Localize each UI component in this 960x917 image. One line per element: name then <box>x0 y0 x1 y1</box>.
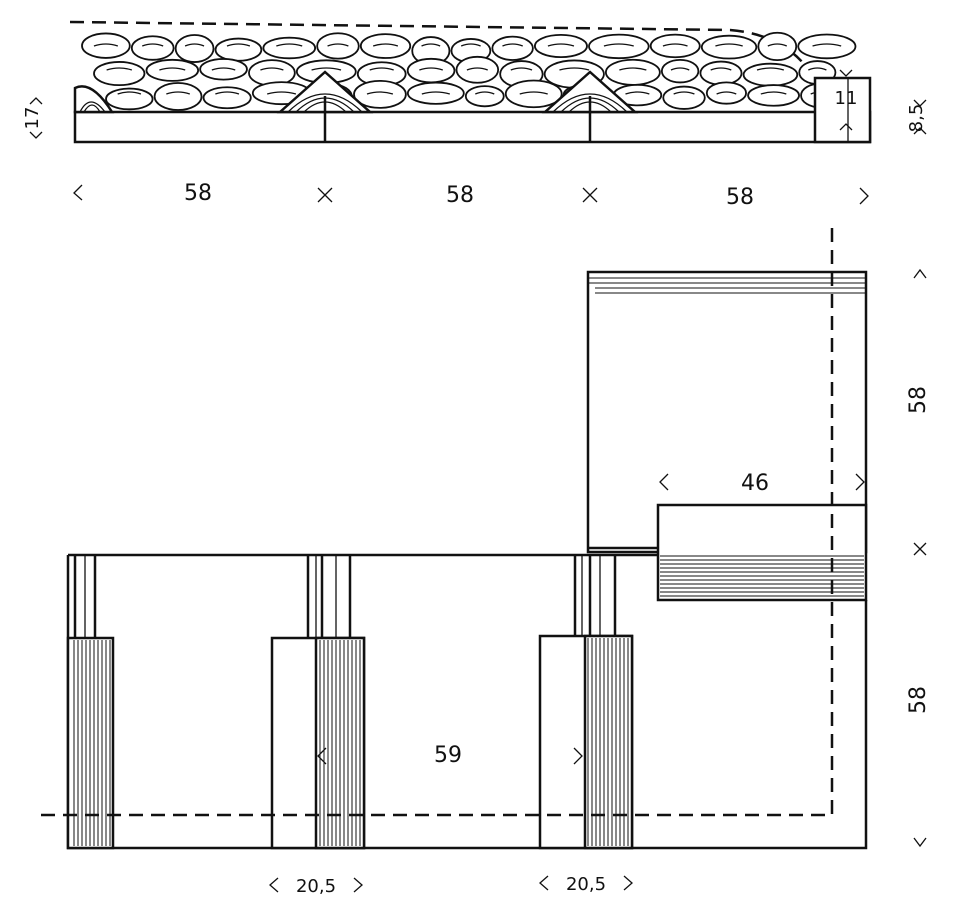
stone <box>588 33 650 60</box>
section-dimension-ticks <box>29 69 927 205</box>
stone <box>174 34 215 63</box>
stone <box>700 34 758 60</box>
stone <box>504 79 563 109</box>
plan-post-width-2: 20,5 <box>566 874 606 895</box>
stone <box>705 81 747 105</box>
stone <box>406 81 465 105</box>
section-height-left: 17 <box>22 107 43 130</box>
plan-dimension-ticks <box>269 268 927 893</box>
stone <box>353 80 407 109</box>
section-arch-right <box>541 70 639 114</box>
stone <box>699 60 743 86</box>
post-left <box>66 555 115 850</box>
stone <box>316 32 360 60</box>
plan-lower-height: 58 <box>906 686 931 714</box>
section-arch-middle <box>276 70 374 114</box>
stone <box>604 58 661 86</box>
stone <box>797 33 857 60</box>
stone <box>406 57 456 84</box>
stone <box>93 61 146 87</box>
stone <box>262 36 317 60</box>
plan-post-width-1: 20,5 <box>296 876 336 897</box>
stone <box>455 55 500 84</box>
stone <box>359 33 412 59</box>
plan-step-width: 46 <box>741 471 769 496</box>
plan-upper-height: 58 <box>906 386 931 414</box>
stone <box>202 86 252 110</box>
stone <box>214 37 263 62</box>
stone <box>662 85 706 110</box>
section-view: 17 8,5 11 58 58 58 <box>22 20 927 210</box>
stone <box>464 85 505 108</box>
section-height-right: 8,5 <box>906 104 927 133</box>
step-block <box>656 503 868 602</box>
stone <box>145 58 200 82</box>
stone <box>742 62 799 87</box>
plan-center-span: 59 <box>434 743 462 768</box>
stone <box>81 32 131 59</box>
stone <box>649 33 701 59</box>
stone <box>533 33 588 59</box>
stone <box>130 35 175 61</box>
post-middle <box>270 555 366 850</box>
section-base-slab <box>73 110 872 144</box>
section-width-2: 58 <box>446 183 474 208</box>
stone <box>491 35 534 61</box>
stone <box>747 84 800 107</box>
section-width-3: 58 <box>726 185 754 210</box>
section-end-block <box>813 76 872 144</box>
stone <box>199 58 248 81</box>
stone-fill <box>81 31 857 111</box>
step-block-hatch <box>660 555 864 597</box>
stone <box>153 82 203 111</box>
section-joint-height: 11 <box>835 88 858 109</box>
stone <box>757 31 798 62</box>
stone <box>660 58 700 84</box>
section-width-1: 58 <box>184 181 212 206</box>
upper-box-hatch <box>588 277 866 294</box>
section-arch-left <box>73 85 115 114</box>
plan-view: 58 58 46 59 20,5 20,5 <box>40 228 931 897</box>
post-right <box>538 555 634 850</box>
